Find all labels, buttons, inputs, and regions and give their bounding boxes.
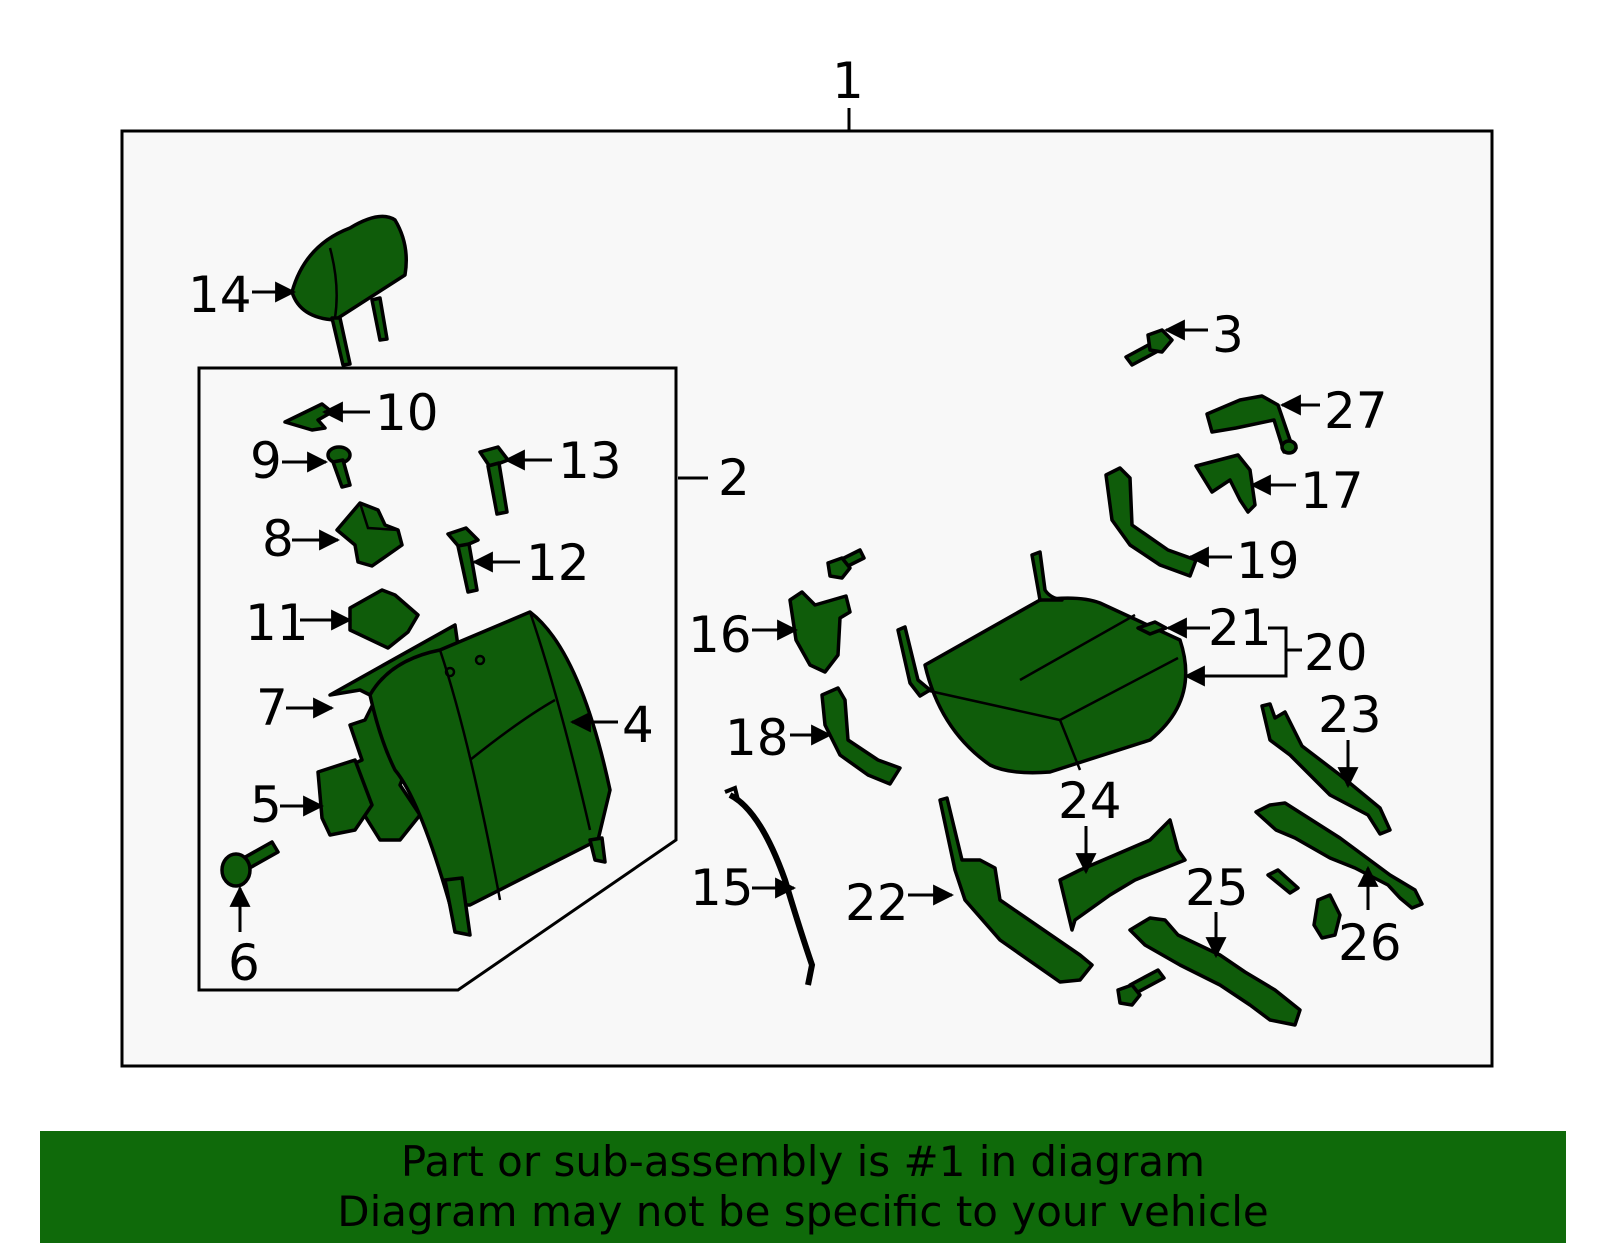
callout-18: 18 bbox=[725, 709, 789, 767]
callout-3: 3 bbox=[1212, 306, 1244, 364]
subassembly-frame bbox=[197, 366, 678, 992]
callout-16: 16 bbox=[688, 606, 752, 664]
rail-part-3[interactable] bbox=[1116, 916, 1302, 1027]
side-trim-part[interactable] bbox=[938, 796, 1094, 984]
callout-12: 12 bbox=[526, 534, 590, 592]
cover-part[interactable] bbox=[348, 588, 420, 650]
rail-part[interactable] bbox=[1260, 702, 1392, 836]
callout-15: 15 bbox=[690, 859, 754, 917]
callout-6: 6 bbox=[228, 934, 260, 992]
callout-1: 1 bbox=[832, 52, 864, 110]
guide-part[interactable] bbox=[478, 445, 510, 516]
disclaimer-line-2: Diagram may not be specific to your vehi… bbox=[337, 1187, 1269, 1236]
bracket-part[interactable] bbox=[1205, 394, 1298, 455]
leader-lines bbox=[229, 281, 1379, 959]
bolt-part-2[interactable] bbox=[220, 840, 280, 888]
callout-24: 24 bbox=[1058, 772, 1122, 830]
callout-8: 8 bbox=[262, 510, 294, 568]
callout-5: 5 bbox=[250, 776, 282, 834]
callout-2: 2 bbox=[718, 449, 750, 507]
callout-9: 9 bbox=[250, 432, 282, 490]
cover-part-3[interactable] bbox=[1058, 818, 1187, 932]
callout-14: 14 bbox=[188, 266, 252, 324]
callout-7: 7 bbox=[256, 679, 288, 737]
cover-part-2[interactable] bbox=[1194, 453, 1257, 514]
callout-13: 13 bbox=[558, 432, 622, 490]
callout-21: 21 bbox=[1208, 599, 1272, 657]
rail-part-2[interactable] bbox=[1254, 801, 1424, 910]
disclaimer-banner: Part or sub-assembly is #1 in diagram Di… bbox=[40, 1131, 1566, 1243]
callout-25: 25 bbox=[1185, 859, 1249, 917]
callout-17: 17 bbox=[1300, 462, 1364, 520]
callout-4: 4 bbox=[622, 696, 654, 754]
callout-10: 10 bbox=[375, 384, 439, 442]
module-part[interactable] bbox=[316, 758, 374, 837]
callout-11: 11 bbox=[245, 594, 309, 652]
callout-22: 22 bbox=[845, 874, 909, 932]
bolt-part[interactable] bbox=[326, 445, 352, 489]
trim-part-2[interactable] bbox=[820, 686, 902, 786]
disclaimer-line-1: Part or sub-assembly is #1 in diagram bbox=[400, 1137, 1206, 1186]
guide-part-2[interactable] bbox=[446, 526, 480, 594]
callout-23: 23 bbox=[1318, 686, 1382, 744]
headrest-part[interactable] bbox=[290, 214, 408, 367]
callout-19: 19 bbox=[1236, 532, 1300, 590]
callout-27: 27 bbox=[1324, 382, 1388, 440]
latch-part[interactable] bbox=[335, 501, 404, 568]
seat-cushion-part[interactable] bbox=[896, 550, 1188, 775]
callout-26: 26 bbox=[1338, 914, 1402, 972]
clip-part-2[interactable] bbox=[1266, 868, 1342, 940]
bracket-part-2[interactable] bbox=[788, 548, 866, 674]
seatback-cushion-part[interactable] bbox=[368, 610, 612, 937]
callout-20: 20 bbox=[1304, 624, 1368, 682]
